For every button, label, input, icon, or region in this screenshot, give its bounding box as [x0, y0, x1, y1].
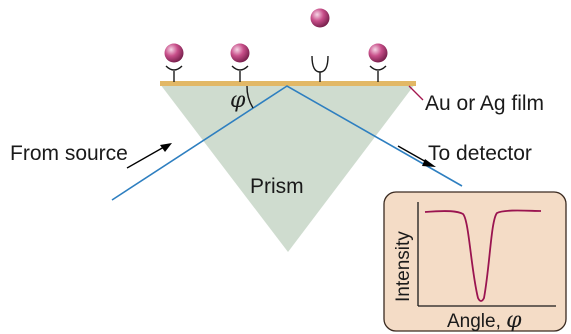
incoming-arrow [126, 143, 172, 169]
angle-arc [246, 85, 254, 109]
detector-label: To detector [428, 142, 532, 165]
receptor-2 [231, 65, 249, 82]
receptor-1 [165, 65, 183, 82]
bound-molecule-2 [230, 43, 250, 63]
intensity-inset: Intensity Angle, φ [383, 191, 567, 333]
resonance-dip-curve [424, 209, 542, 302]
receptor-4 [369, 65, 387, 82]
film-leader-line [408, 85, 424, 101]
prism [160, 84, 415, 252]
free-molecule [310, 8, 330, 28]
film-label: Au or Ag film [425, 92, 544, 115]
prism-label: Prism [250, 175, 304, 198]
inset-y-axis-label: Intensity [393, 231, 414, 302]
inset-x-axis-label: Angle, φ [447, 308, 522, 333]
inset-x-axis-label-text: Angle, [447, 311, 506, 332]
metal-film [160, 81, 416, 86]
angle-phi-label: φ [230, 88, 246, 113]
receptor-3-empty [311, 55, 329, 82]
light-beam [111, 85, 463, 201]
source-label: From source [10, 142, 128, 165]
outgoing-arrow [397, 145, 436, 167]
inset-x-axis-label-symbol: φ [506, 308, 522, 333]
inset-panel [383, 191, 567, 332]
bound-molecule-1 [164, 43, 184, 63]
bound-molecule-4 [368, 43, 388, 63]
